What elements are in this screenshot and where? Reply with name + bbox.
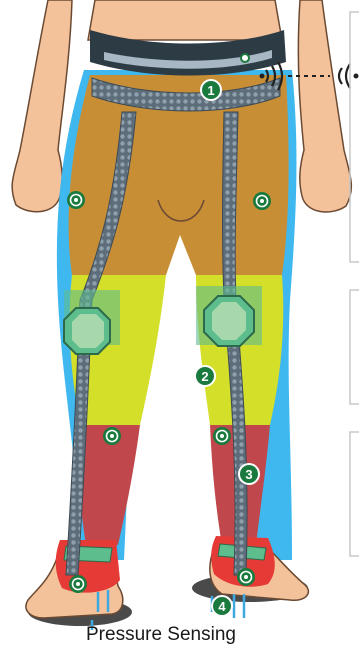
left-ankle-sensor-icon: [69, 575, 87, 593]
belt-sensor-icon: [241, 54, 249, 62]
svg-text:2: 2: [201, 369, 208, 384]
marker-foot-sensor: 4: [212, 596, 232, 616]
right-arm: [298, 0, 351, 212]
svg-text:3: 3: [245, 467, 252, 482]
marker-shin-strap: 3: [239, 464, 259, 484]
pressure-sensing-caption: Pressure Sensing: [86, 624, 236, 646]
right-ankle-sensor-icon: [237, 568, 255, 586]
right-hip-sensor-icon: [253, 192, 271, 210]
left-hip-sensor-icon: [67, 191, 85, 209]
marker-belt: 1: [201, 80, 221, 100]
svg-text:1: 1: [207, 83, 214, 98]
left-calf-sensor-icon: [103, 427, 121, 445]
torso: [88, 0, 282, 40]
svg-text:4: 4: [218, 599, 226, 614]
right-knee-brace: [196, 286, 262, 346]
right-calf-sensor-icon: [213, 427, 231, 445]
marker-knee-brace: 2: [195, 366, 215, 386]
left-knee-brace: [64, 290, 120, 354]
side-panels: [350, 12, 359, 556]
left-foot-wrap: [56, 540, 120, 593]
